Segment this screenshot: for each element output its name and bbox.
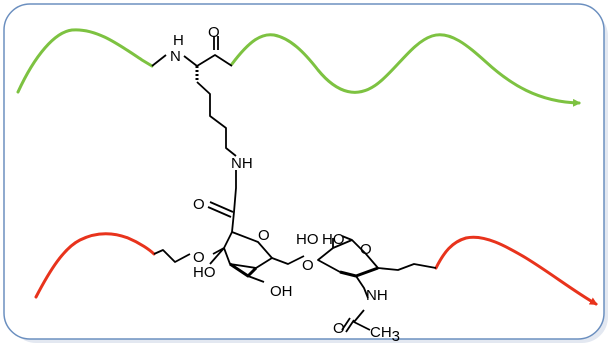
peptide-chain-wave xyxy=(16,28,581,107)
label-glycosidic-o: O xyxy=(302,257,314,274)
label-linker-o: O xyxy=(193,196,205,213)
label-side-chain-nh: NH xyxy=(231,155,253,172)
label-ring1-o: O xyxy=(258,227,270,244)
label-carbonyl-o: O xyxy=(208,24,220,41)
label-ring2-nh: NH xyxy=(366,287,388,304)
glycan-chain-wave xyxy=(34,232,598,306)
label-ring2-o: O xyxy=(360,241,372,258)
label-amide-n: N xyxy=(170,48,181,65)
label-acetyl-sub: 3 xyxy=(392,328,400,345)
label-ring1-oh: OH xyxy=(270,283,293,300)
label-ring2-ho-a: HO xyxy=(296,231,319,248)
chemical-structure xyxy=(151,36,437,333)
label-acetyl-o: O xyxy=(333,320,345,337)
label-acetyl-ch: CH xyxy=(370,324,392,341)
label-ring1-ho: HO xyxy=(193,264,216,281)
label-ring1-ether-o: O xyxy=(193,249,205,266)
label-amide-h: H xyxy=(173,32,184,49)
atom-labels: H N O NH O O O HO OH O HO HO O NH O CH3 xyxy=(170,24,400,345)
label-ring2-ho-b: HO xyxy=(322,231,345,248)
label-acetyl-ch3: CH3 xyxy=(370,324,400,345)
